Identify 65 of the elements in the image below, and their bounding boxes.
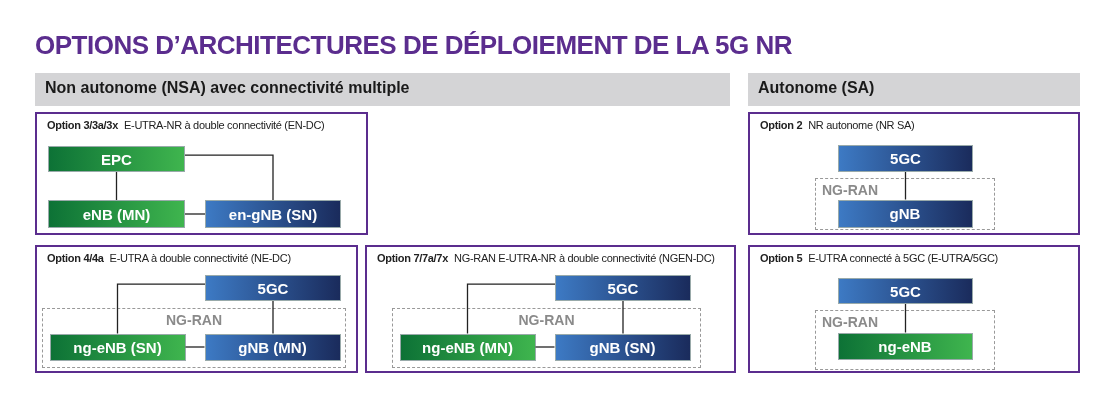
dashed-group-box: [815, 310, 995, 370]
node-label: ng-eNB (MN): [422, 338, 513, 356]
node-label: en-gNB (SN): [228, 205, 318, 223]
network-node-box: [48, 146, 185, 172]
option-heading: Option 4/4a: [47, 252, 104, 264]
network-node-box: [205, 200, 341, 228]
option-panel: [35, 245, 358, 373]
connector-line: [116, 283, 206, 335]
connector-line: [184, 346, 206, 348]
section-band: [748, 73, 1080, 106]
node-label: 5GC: [257, 279, 289, 297]
network-node-box: [555, 275, 691, 301]
option-heading: Option 5: [760, 252, 803, 264]
connector-line: [904, 171, 907, 201]
option-panel: [748, 112, 1080, 235]
option-heading: Option 7/7a/7x: [377, 252, 448, 264]
group-label: NG-RAN: [166, 312, 222, 328]
network-node-box: [838, 145, 973, 172]
group-label: NG-RAN: [822, 182, 878, 198]
network-node-box: [49, 333, 186, 361]
node-label: gNB (MN): [238, 338, 307, 356]
option-heading: Option 3/3a/3x: [47, 119, 118, 131]
node-label: gNB: [889, 205, 921, 222]
node-label: 5GC: [890, 150, 921, 167]
network-node-box: [837, 199, 973, 228]
node-label: 5GC: [890, 282, 921, 300]
network-node-box: [838, 278, 973, 304]
connector-line: [466, 283, 556, 335]
dashed-group-box: [815, 178, 995, 230]
option-description: NG-RAN E-UTRA-NR à double connectivité (NGEN-DC): [454, 252, 715, 264]
network-node-box: [48, 200, 185, 228]
network-node-box: [204, 333, 341, 361]
connector-line: [622, 300, 624, 335]
node-label: ng-eNB: [878, 337, 932, 355]
group-label: NG-RAN: [518, 312, 575, 328]
node-label: gNB (SN): [589, 338, 656, 356]
diagram-title: OPTIONS D’ARCHITECTURES DE DÉPLOIEMENT DE LA 5G NR: [35, 30, 792, 61]
dashed-group-box: [392, 308, 701, 368]
network-node-box: [554, 333, 691, 361]
option-description: E-UTRA à double connectivité (NE-DC): [109, 252, 291, 264]
section-heading: Autonome (SA): [758, 79, 875, 96]
dashed-group-box: [42, 308, 346, 368]
node-label: EPC: [101, 150, 132, 168]
network-node-box: [205, 275, 341, 301]
section-band: [35, 73, 730, 106]
connector-line: [184, 154, 274, 201]
network-node-box: [399, 333, 536, 361]
option-panel: [35, 112, 368, 235]
connector-line: [904, 303, 907, 334]
connector-line: [534, 346, 556, 348]
option-description: NR autonome (NR SA): [808, 119, 915, 131]
option-panel: [748, 245, 1080, 373]
connector-line: [184, 213, 206, 215]
connector-line: [272, 300, 274, 335]
section-heading: Non autonome (NSA) avec connectivité multiple: [45, 79, 410, 96]
node-label: eNB (MN): [82, 205, 151, 223]
option-panel: [365, 245, 736, 373]
network-node-box: [837, 332, 973, 360]
option-heading: Option 2: [760, 119, 803, 131]
option-description: E-UTRA connecté à 5GC (E-UTRA/5GC): [808, 252, 998, 264]
node-label: ng-eNB (SN): [73, 338, 162, 356]
connector-line: [115, 171, 118, 201]
node-label: 5GC: [607, 279, 639, 297]
group-label: NG-RAN: [822, 314, 878, 330]
option-description: E-UTRA-NR à double connectivité (EN-DC): [124, 119, 325, 131]
